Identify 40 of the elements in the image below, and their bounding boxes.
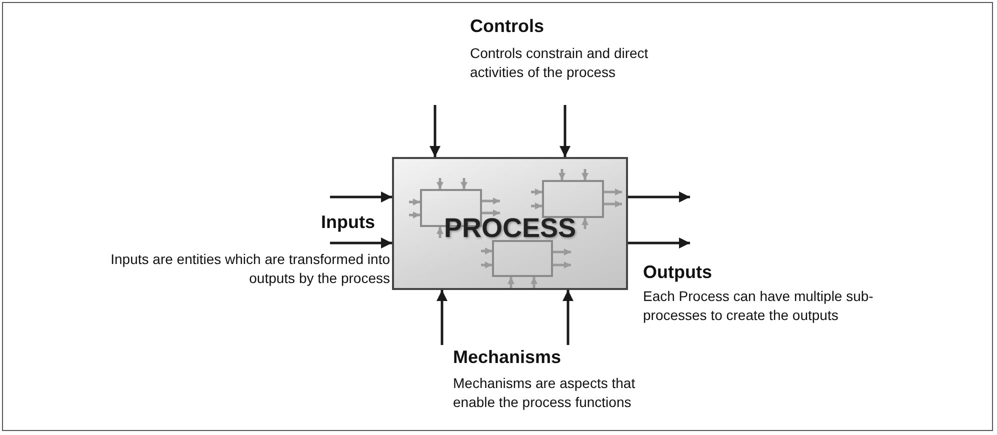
description-text: Inputs are entities which are transformed into outputs by the process xyxy=(110,250,390,288)
sub-process-box xyxy=(492,240,553,277)
arrow xyxy=(330,238,392,248)
arrow xyxy=(553,248,571,256)
description-text: Controls constrain and direct activities of the process xyxy=(470,44,650,82)
arrow xyxy=(560,105,570,157)
arrow xyxy=(409,198,420,206)
arrow xyxy=(628,238,690,248)
section-heading: Outputs xyxy=(643,262,712,283)
arrow xyxy=(460,178,468,189)
description-text: Mechanisms are aspects that enable the process functions xyxy=(453,374,636,412)
arrow xyxy=(482,210,500,216)
arrow xyxy=(531,202,542,210)
arrow xyxy=(530,277,538,288)
arrow xyxy=(430,105,440,157)
arrow xyxy=(582,169,588,180)
arrow xyxy=(330,192,392,202)
arrow xyxy=(604,188,622,196)
sub-process-box xyxy=(542,180,604,218)
arrow xyxy=(508,277,514,288)
arrow xyxy=(558,169,566,180)
section-heading: Inputs xyxy=(320,212,375,233)
arrow xyxy=(553,262,571,268)
arrow xyxy=(582,218,588,229)
arrow xyxy=(604,200,622,208)
arrow xyxy=(481,262,492,268)
description-text: Each Process can have multiple sub-processes to create the outputs xyxy=(643,287,874,325)
process-box xyxy=(392,157,628,290)
arrow xyxy=(628,192,690,202)
arrow xyxy=(436,290,448,345)
arrow xyxy=(436,178,444,189)
arrow xyxy=(481,248,492,254)
section-heading: Controls xyxy=(470,16,544,37)
arrow xyxy=(482,198,500,204)
section-heading: Mechanisms xyxy=(453,347,562,368)
arrow xyxy=(562,290,574,345)
arrow xyxy=(409,212,420,218)
arrow xyxy=(531,188,542,196)
arrow xyxy=(436,227,444,238)
process-title: PROCESS xyxy=(442,213,578,244)
